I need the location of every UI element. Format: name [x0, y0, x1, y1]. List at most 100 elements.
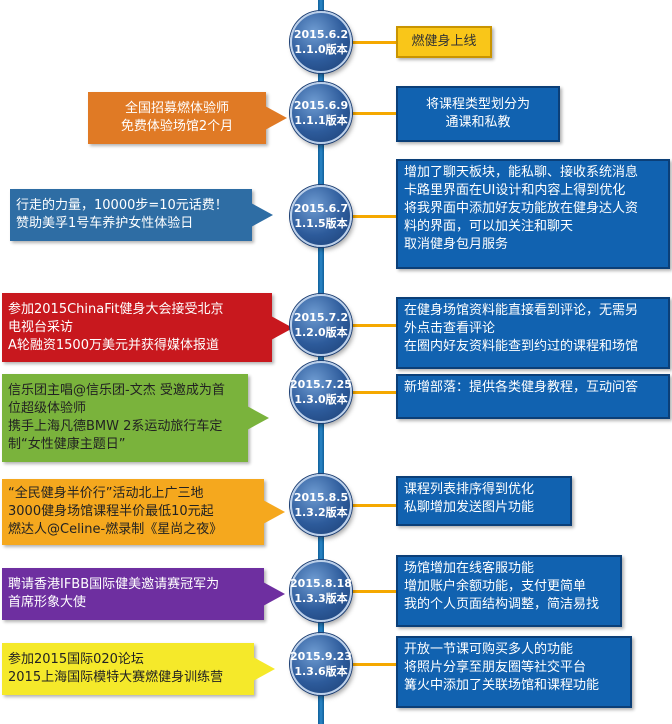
node-version: 1.3.3版本 — [294, 592, 348, 605]
node-version: 1.3.0版本 — [294, 393, 348, 406]
connector-line — [321, 663, 396, 666]
node-version: 1.3.2版本 — [294, 506, 348, 519]
connector-line — [321, 391, 396, 394]
timeline-node: 2015.8.18 1.3.3版本 — [290, 560, 352, 622]
timeline-node: 2015.6.2 1.1.0版本 — [290, 11, 352, 73]
node-date: 2015.6.2 — [293, 28, 349, 41]
feature-line: 场馆增加在线客服功能 — [404, 561, 535, 576]
event-box: 行走的力量，10000步=10元话费！ 赞助美孚1号车养护女性体验日 — [10, 189, 252, 241]
event-line: 全国招募燃体验师 — [124, 101, 229, 116]
event-callout: 聘请香港IFBB国际健美邀请赛冠军为首席形象大使 — [2, 568, 288, 620]
feature-line: 取消健身包月服务 — [404, 237, 509, 252]
event-box: 信乐团主唱@信乐团-文杰 受邀成为首位超级体验师携手上海凡德BMW 2系运动旅行… — [2, 374, 248, 462]
timeline-node: 2015.7.2 1.2.0版本 — [290, 294, 352, 356]
timeline-node: 2015.7.25 1.3.0版本 — [290, 361, 352, 423]
event-line: 参加2015国际020论坛 — [8, 652, 144, 667]
callout-pointer — [263, 582, 285, 606]
callout-pointer — [253, 657, 275, 681]
event-line: 位超级体验师 — [8, 401, 87, 416]
version-features-box: 将课程类型划分为通课和私教 — [396, 86, 560, 142]
event-callout: 参加2015ChinaFit健身大会接受北京电视台采访 A轮融资1500万美元并获… — [2, 293, 296, 362]
event-box: 聘请香港IFBB国际健美邀请赛冠军为首席形象大使 — [2, 568, 264, 620]
version-features-box: 新增部落：提供各类健身教程，互动问答 — [396, 374, 670, 419]
event-box: 参加2015ChinaFit健身大会接受北京电视台采访 A轮融资1500万美元并获… — [2, 293, 272, 362]
event-line: 2015上海国际模特大赛燃健身训练营 — [8, 670, 224, 685]
timeline-node: 2015.8.5 1.3.2版本 — [290, 474, 352, 536]
version-features-box: 增加了聊天板块，能私聊、接收系统消息卡路里界面在UI设计和内容上得到优化将我界面… — [396, 159, 670, 269]
event-callout: 信乐团主唱@信乐团-文杰 受邀成为首位超级体验师携手上海凡德BMW 2系运动旅行… — [2, 374, 272, 462]
event-callout: 全国招募燃体验师免费体验场馆2个月 — [88, 92, 290, 144]
connector-line — [321, 41, 396, 44]
node-date: 2015.9.23 — [290, 650, 352, 663]
feature-line: 在健身场馆资料能直接看到评论，无需另 — [404, 303, 639, 318]
node-date: 2015.8.5 — [293, 491, 349, 504]
node-date: 2015.6.9 — [293, 99, 349, 112]
event-line: 行走的力量，10000步=10元话费！ — [16, 198, 228, 213]
feature-line: 料的界面，可以加关注和聊天 — [404, 219, 574, 234]
event-line: 信乐团主唱@信乐团-文杰 受邀成为首 — [8, 383, 225, 398]
feature-line: 将课程类型划分为 — [425, 97, 530, 112]
event-box: 全国招募燃体验师免费体验场馆2个月 — [88, 92, 266, 144]
node-date: 2015.7.2 — [293, 311, 349, 324]
event-line: 3000健身场馆课程半价最低10元起 — [8, 504, 214, 519]
callout-pointer — [265, 106, 287, 130]
feature-line: 通课和私教 — [445, 115, 511, 130]
event-line: 携手上海凡德BMW 2系运动旅行车定 — [8, 419, 223, 434]
event-callout: 行走的力量，10000步=10元话费！ 赞助美孚1号车养护女性体验日 — [10, 189, 276, 241]
timeline-node: 2015.6.7 1.1.5版本 — [290, 185, 352, 247]
node-version: 1.1.5版本 — [294, 217, 348, 230]
timeline-node: 2015.9.23 1.3.6版本 — [290, 633, 352, 695]
event-box: 参加2015国际020论坛 2015上海国际模特大赛燃健身训练营 — [2, 643, 254, 695]
event-callout: 参加2015国际020论坛 2015上海国际模特大赛燃健身训练营 — [2, 643, 278, 695]
event-line: 聘请香港IFBB国际健美邀请赛冠军为 — [8, 577, 220, 592]
event-line: 电视台采访 — [8, 319, 74, 335]
connector-line — [321, 112, 396, 115]
feature-line: 篝火中添加了关联场馆和课程功能 — [404, 678, 600, 693]
feature-line: 开放一节课可购买多人的功能 — [404, 642, 574, 657]
feature-line: 增加账户余额功能，支付更简单 — [404, 579, 587, 594]
event-box: “全民健身半价行”活动北上广三地 3000健身场馆课程半价最低10元起燃达人@Ce… — [2, 479, 264, 545]
node-version: 1.3.6版本 — [294, 665, 348, 678]
node-date: 2015.8.18 — [290, 577, 352, 590]
event-line: 免费体验场馆2个月 — [120, 119, 234, 134]
connector-line — [321, 504, 396, 507]
event-line: 燃达人@Celine-燃录制《星尚之夜》 — [8, 522, 223, 537]
connector-line — [321, 590, 396, 593]
callout-pointer — [251, 203, 273, 227]
feature-line: 在圈内好友资料能查到约过的课程和场馆 — [404, 339, 639, 354]
feature-line: 我的个人页面结构调整，简洁易找 — [404, 597, 600, 612]
version-features-box: 在健身场馆资料能直接看到评论，无需另外点击查看评论在圈内好友资料能查到约过的课程… — [396, 297, 670, 369]
event-line: A轮融资1500万美元并获得媒体报道 — [8, 337, 219, 353]
event-line: 赞助美孚1号车养护女性体验日 — [16, 216, 194, 231]
node-version: 1.1.0版本 — [294, 43, 348, 56]
version-features-box: 开放一节课可购买多人的功能将照片分享至朋友圈等社交平台篝火中添加了关联场馆和课程… — [396, 636, 632, 708]
event-line: “全民健身半价行”活动北上广三地 — [8, 486, 204, 501]
event-line: 制“女性健康主题日” — [8, 437, 126, 452]
version-features-box: 场馆增加在线客服功能增加账户余额功能，支付更简单我的个人页面结构调整，简洁易找 — [396, 555, 622, 627]
node-version: 1.2.0版本 — [294, 326, 348, 339]
callout-pointer — [263, 500, 285, 524]
feature-line: 将我界面中添加好友功能放在健身达人资 — [404, 201, 639, 216]
event-callout: “全民健身半价行”活动北上广三地 3000健身场馆课程半价最低10元起燃达人@Ce… — [2, 479, 288, 545]
feature-line: 私聊增加发送图片功能 — [404, 500, 535, 515]
callout-pointer — [271, 315, 293, 340]
event-line: 首席形象大使 — [8, 595, 87, 610]
node-date: 2015.7.25 — [290, 378, 352, 391]
timeline-node: 2015.6.9 1.1.1版本 — [290, 82, 352, 144]
connector-line — [321, 324, 396, 327]
node-version: 1.1.1版本 — [294, 114, 348, 127]
feature-line: 课程列表排序得到优化 — [404, 482, 535, 497]
version-features-box: 课程列表排序得到优化私聊增加发送图片功能 — [396, 476, 572, 526]
event-line: 参加2015ChinaFit健身大会接受北京 — [8, 301, 224, 317]
feature-line: 卡路里界面在UI设计和内容上得到优化 — [404, 183, 626, 198]
feature-line: 燃健身上线 — [411, 34, 477, 49]
callout-pointer — [247, 406, 269, 430]
feature-line: 外点击查看评论 — [404, 321, 496, 336]
connector-line — [321, 215, 396, 218]
node-date: 2015.6.7 — [293, 202, 349, 215]
feature-line: 新增部落：提供各类健身教程，互动问答 — [404, 380, 639, 395]
version-features-box: 燃健身上线 — [396, 26, 492, 58]
feature-line: 将照片分享至朋友圈等社交平台 — [404, 660, 587, 675]
feature-line: 增加了聊天板块，能私聊、接收系统消息 — [404, 165, 639, 180]
